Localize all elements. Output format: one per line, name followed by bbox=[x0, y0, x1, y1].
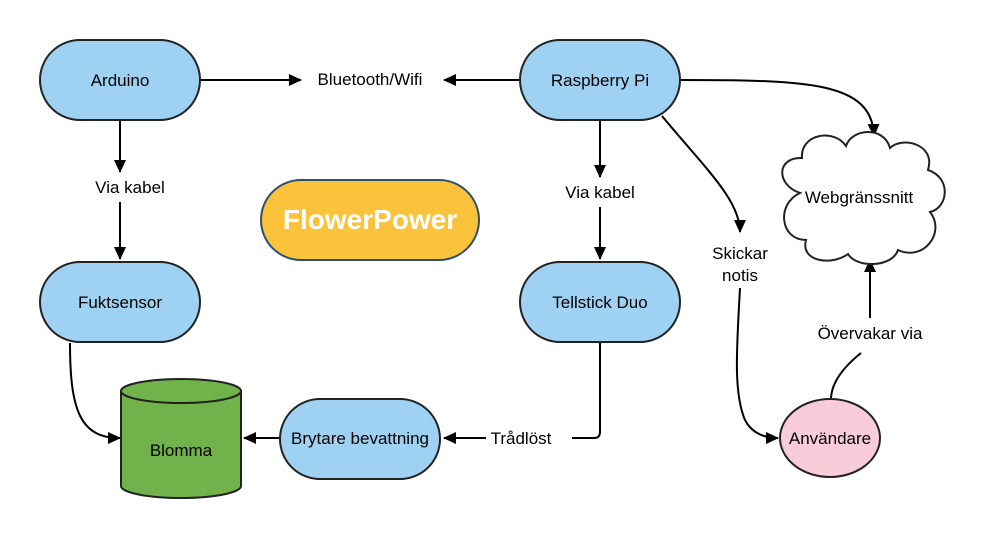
title-badge: FlowerPower bbox=[260, 179, 480, 261]
label-skickar: Skickar bbox=[712, 244, 768, 263]
edges bbox=[69, 74, 880, 444]
label-overvakar-via: Övervakar via bbox=[818, 324, 923, 343]
label-tradlost: Trådlöst bbox=[491, 429, 552, 448]
label-bluetooth-wifi: Bluetooth/Wifi bbox=[318, 70, 423, 89]
edge-fuktsensor-to-blomma bbox=[69, 342, 121, 444]
node-anvandare: Användare bbox=[779, 398, 881, 478]
node-blomma-cylinder: Blomma bbox=[120, 378, 242, 499]
node-fuktsensor-label: Fuktsensor bbox=[78, 293, 162, 312]
label-via-kabel-right: Via kabel bbox=[565, 183, 635, 202]
label-notis: notis bbox=[722, 266, 758, 285]
diagram-title: FlowerPower bbox=[283, 204, 457, 235]
node-webgranssnitt-label: Webgränssnitt bbox=[805, 188, 914, 207]
edge-labels: Bluetooth/Wifi Via kabel Via kabel Skick… bbox=[95, 70, 923, 448]
node-tellstick-duo: Tellstick Duo bbox=[519, 261, 681, 343]
node-brytare-bevattning-label: Brytare bevattning bbox=[291, 429, 429, 448]
node-arduino-label: Arduino bbox=[91, 71, 150, 90]
node-raspberry-pi: Raspberry Pi bbox=[519, 39, 681, 121]
edge-skickar-to-anvandare bbox=[735, 287, 779, 444]
node-anvandare-label: Användare bbox=[789, 429, 871, 448]
node-brytare-bevattning: Brytare bevattning bbox=[279, 398, 441, 480]
node-raspberry-pi-label: Raspberry Pi bbox=[551, 71, 649, 90]
node-blomma-label: Blomma bbox=[150, 441, 213, 460]
edge-raspberry-to-skickar bbox=[661, 115, 746, 233]
label-via-kabel-left: Via kabel bbox=[95, 178, 165, 197]
edge-raspberry-to-webb bbox=[679, 79, 880, 137]
edge-anvandare-to-overvakar bbox=[830, 352, 862, 399]
node-tellstick-duo-label: Tellstick Duo bbox=[552, 293, 647, 312]
node-webgranssnitt-cloud: Webgränssnitt bbox=[781, 131, 946, 266]
node-arduino: Arduino bbox=[39, 39, 201, 121]
edge-tellstick-to-tradlost bbox=[572, 343, 601, 439]
node-fuktsensor: Fuktsensor bbox=[39, 261, 201, 343]
